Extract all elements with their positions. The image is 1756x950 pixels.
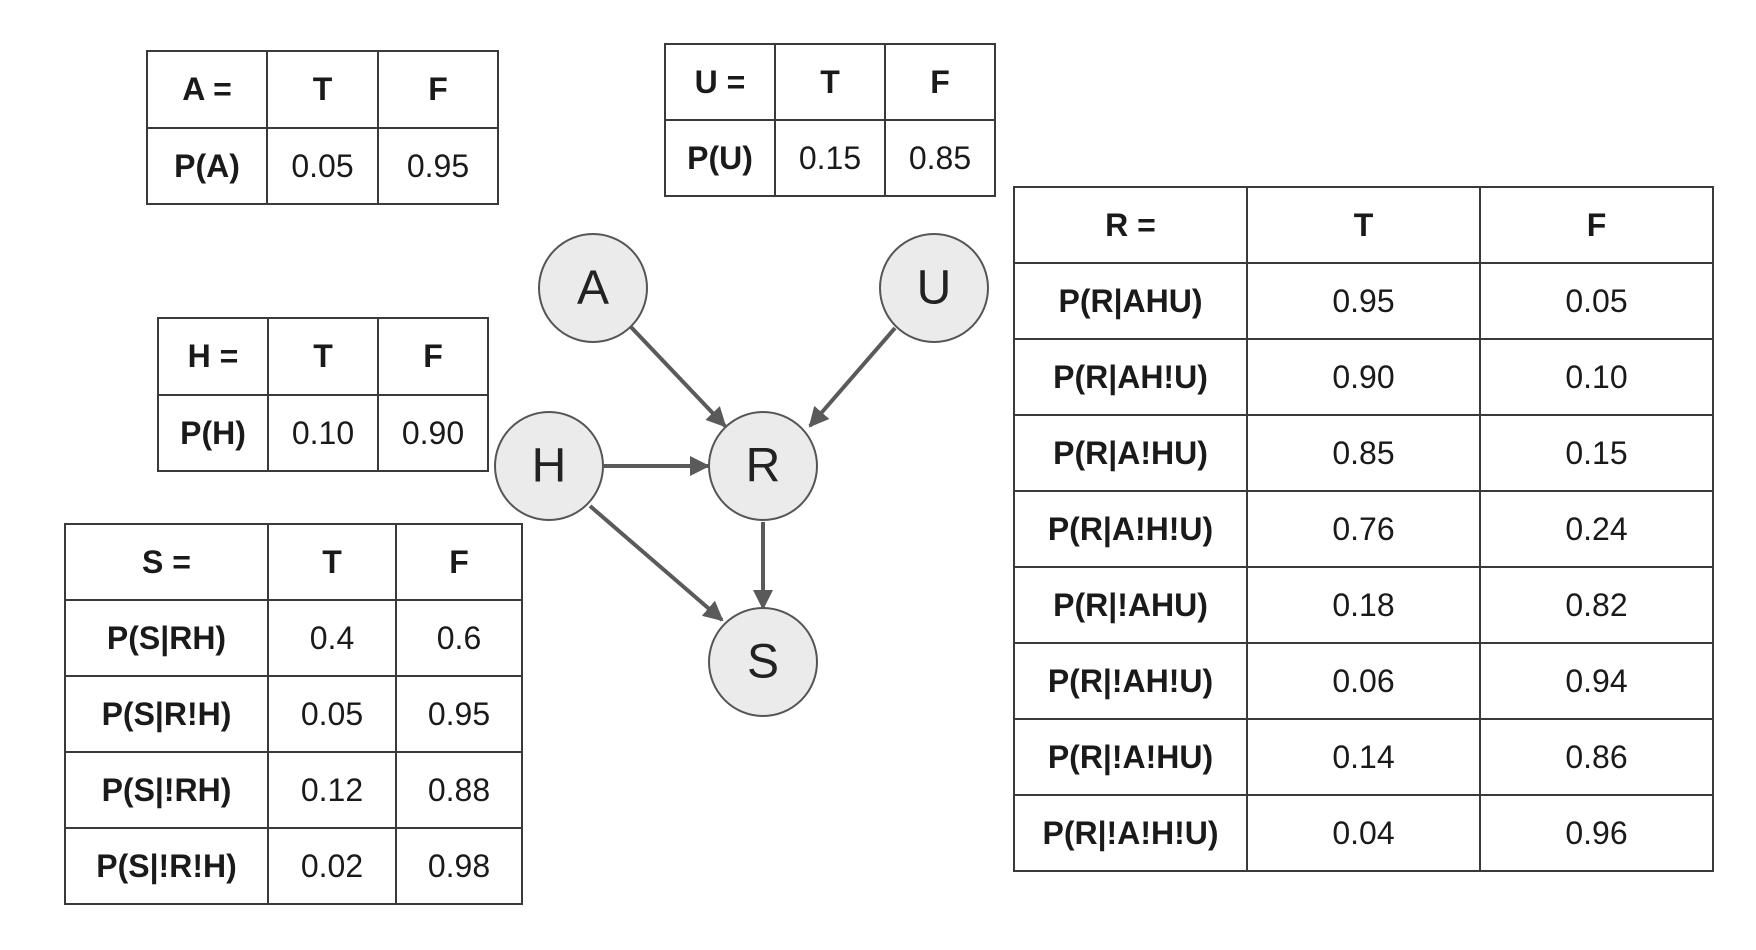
table-cell-true: 0.14	[1246, 718, 1481, 796]
table-cell-true: 0.05	[266, 127, 379, 205]
table-header-variable: A =	[146, 50, 268, 129]
table-header-false: F	[377, 317, 489, 396]
edge-a-to-r	[628, 324, 727, 428]
table-row-label: P(S|RH)	[64, 599, 269, 677]
table-cell-true: 0.95	[1246, 262, 1481, 340]
table-cell-true: 0.10	[267, 394, 379, 472]
table-cell-false: 0.96	[1479, 794, 1714, 872]
table-row-label: P(R|!AH!U)	[1013, 642, 1248, 720]
table-cell-true: 0.76	[1246, 490, 1481, 568]
table-row-label: P(S|!R!H)	[64, 827, 269, 905]
node-r-label: R	[746, 440, 781, 493]
edge-h-to-s	[588, 504, 724, 622]
table-header-variable: S =	[64, 523, 269, 601]
table-header-false: F	[884, 43, 996, 121]
table-row-label: P(R|AH!U)	[1013, 338, 1248, 416]
table-cell-false: 0.10	[1479, 338, 1714, 416]
table-cell-true: 0.02	[267, 827, 397, 905]
cpt-table-u: U = T F P(U) 0.15 0.85	[664, 43, 996, 197]
table-cell-false: 0.05	[1479, 262, 1714, 340]
table-cell-false: 0.86	[1479, 718, 1714, 796]
table-header-true: T	[267, 317, 379, 396]
table-row-label: P(A)	[146, 127, 268, 205]
table-cell-false: 0.94	[1479, 642, 1714, 720]
table-header-variable: U =	[664, 43, 776, 121]
node-u-label: U	[917, 262, 952, 315]
table-row-label: P(R|!AHU)	[1013, 566, 1248, 644]
node-a: A	[538, 233, 648, 343]
cpt-table-r: R = T F P(R|AHU) 0.95 0.05 P(R|AH!U) 0.9…	[1013, 186, 1714, 872]
table-cell-true: 0.06	[1246, 642, 1481, 720]
table-cell-false: 0.15	[1479, 414, 1714, 492]
table-cell-true: 0.05	[267, 675, 397, 753]
table-cell-true: 0.04	[1246, 794, 1481, 872]
table-cell-true: 0.15	[774, 119, 886, 197]
table-header-true: T	[1246, 186, 1481, 264]
table-row-label: P(S|!RH)	[64, 751, 269, 829]
table-cell-true: 0.18	[1246, 566, 1481, 644]
table-cell-false: 0.95	[395, 675, 523, 753]
cpt-table-a: A = T F P(A) 0.05 0.95	[146, 50, 499, 205]
table-row-label: P(R|A!HU)	[1013, 414, 1248, 492]
table-row-label: P(S|R!H)	[64, 675, 269, 753]
table-header-true: T	[267, 523, 397, 601]
table-cell-false: 0.82	[1479, 566, 1714, 644]
table-header-false: F	[395, 523, 523, 601]
table-row-label: P(H)	[157, 394, 269, 472]
table-cell-true: 0.85	[1246, 414, 1481, 492]
table-cell-true: 0.4	[267, 599, 397, 677]
table-cell-false: 0.6	[395, 599, 523, 677]
node-h: H	[494, 411, 604, 521]
table-header-variable: R =	[1013, 186, 1248, 264]
table-header-true: T	[266, 50, 379, 129]
table-row-label: P(R|!A!H!U)	[1013, 794, 1248, 872]
node-u: U	[879, 233, 989, 343]
table-row-label: P(U)	[664, 119, 776, 197]
node-r: R	[708, 411, 818, 521]
edge-u-to-r	[808, 326, 897, 428]
table-row-label: P(R|AHU)	[1013, 262, 1248, 340]
table-header-false: F	[377, 50, 499, 129]
table-row-label: P(R|!A!HU)	[1013, 718, 1248, 796]
table-cell-false: 0.88	[395, 751, 523, 829]
table-row-label: P(R|A!H!U)	[1013, 490, 1248, 568]
table-cell-false: 0.90	[377, 394, 489, 472]
table-cell-false: 0.24	[1479, 490, 1714, 568]
node-s-label: S	[747, 636, 779, 689]
table-cell-false: 0.85	[884, 119, 996, 197]
table-header-variable: H =	[157, 317, 269, 396]
table-header-false: F	[1479, 186, 1714, 264]
node-s: S	[708, 607, 818, 717]
node-a-label: A	[577, 262, 609, 315]
table-cell-false: 0.98	[395, 827, 523, 905]
table-cell-true: 0.12	[267, 751, 397, 829]
table-cell-false: 0.95	[377, 127, 499, 205]
cpt-table-h: H = T F P(H) 0.10 0.90	[157, 317, 489, 472]
cpt-table-s: S = T F P(S|RH) 0.4 0.6 P(S|R!H) 0.05 0.…	[64, 523, 523, 905]
table-header-true: T	[774, 43, 886, 121]
table-cell-true: 0.90	[1246, 338, 1481, 416]
node-h-label: H	[532, 440, 567, 493]
